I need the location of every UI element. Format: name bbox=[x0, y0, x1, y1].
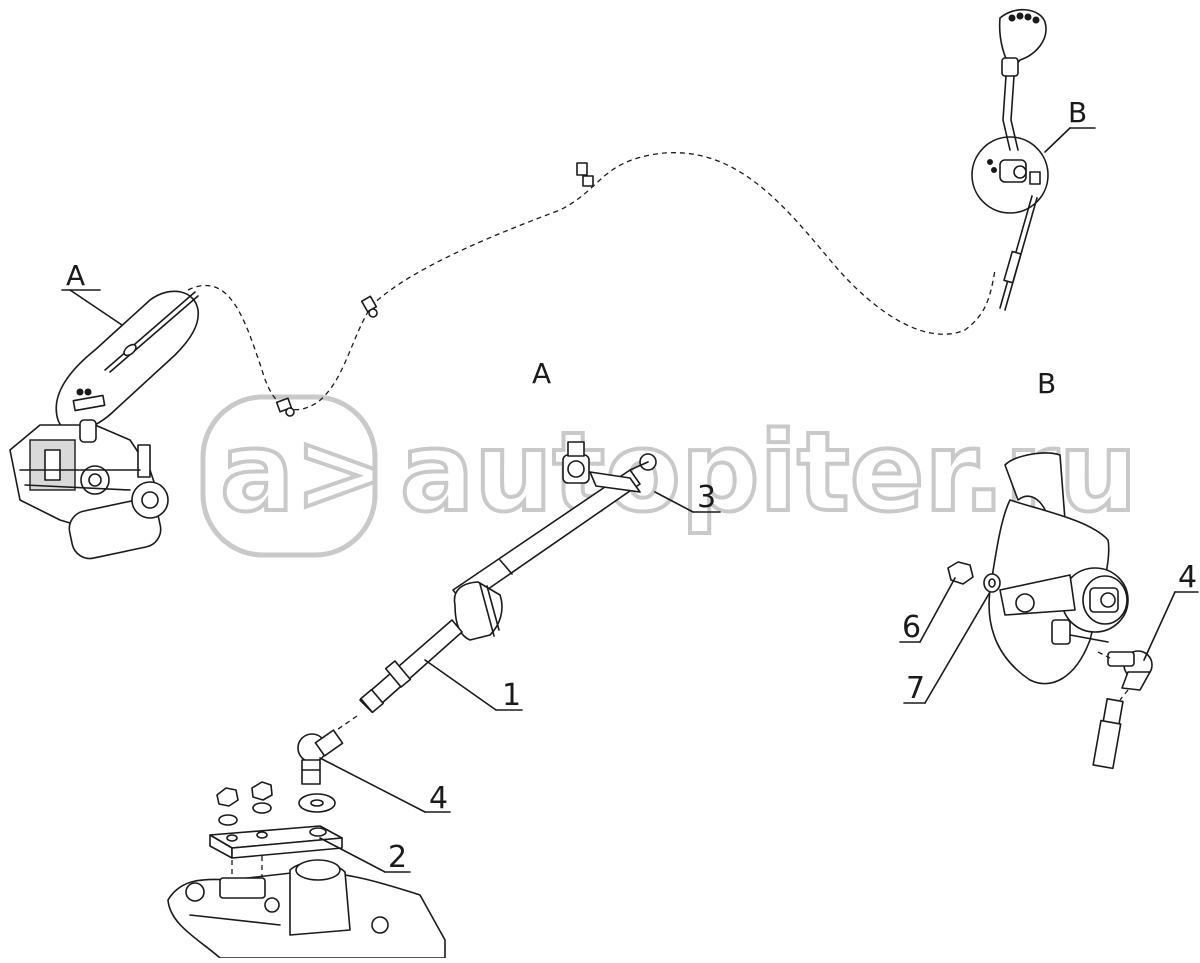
nuts-and-washers bbox=[216, 781, 336, 826]
view-b-assembly: B bbox=[947, 367, 1153, 770]
detail-b-balloon bbox=[971, 136, 1049, 214]
section-label-a-detail: A bbox=[66, 259, 85, 292]
cable-clip-2 bbox=[360, 295, 378, 318]
watermark-logo-frame bbox=[200, 394, 378, 558]
ball-joint-lower bbox=[297, 729, 344, 785]
detail-a-leader bbox=[69, 289, 123, 326]
cable-route-dashed bbox=[187, 152, 996, 411]
callout-7-leader bbox=[924, 591, 991, 704]
callout-6-leader bbox=[919, 577, 956, 643]
section-label-b-view: B bbox=[1037, 367, 1056, 400]
ball-joint-right bbox=[1092, 650, 1153, 770]
detail-a-assembly: A bbox=[9, 259, 200, 560]
callout-7: 7 bbox=[906, 671, 925, 706]
hydraulic-pump bbox=[9, 419, 169, 560]
transmission-housing bbox=[167, 859, 446, 959]
cable-clamp bbox=[562, 441, 657, 493]
watermark: a> autopiter.ru bbox=[200, 394, 1139, 558]
callout-2-leader bbox=[319, 837, 386, 873]
callout-4-lower-leader bbox=[319, 757, 426, 813]
detail-b-assembly: B bbox=[971, 9, 1096, 311]
view-a-assembly: A bbox=[167, 357, 657, 959]
section-label-a-view: A bbox=[532, 357, 551, 390]
watermark-logo-text: a> bbox=[220, 408, 386, 536]
section-label-b-detail: B bbox=[1068, 96, 1087, 129]
nut-part-6 bbox=[947, 561, 974, 585]
cable-clip-3 bbox=[576, 162, 594, 187]
callout-1: 1 bbox=[502, 678, 521, 713]
callout-1-leader bbox=[424, 659, 497, 711]
detail-b-leader bbox=[1044, 127, 1071, 153]
callout-3: 3 bbox=[697, 480, 716, 515]
callout-4-right-leader bbox=[1143, 591, 1176, 661]
callout-2: 2 bbox=[388, 840, 407, 875]
callout-4-right: 4 bbox=[1178, 560, 1197, 595]
callouts: 1 2 3 4 4 6 7 bbox=[319, 480, 1199, 875]
bracket-plate bbox=[209, 825, 343, 885]
shift-lever-knob bbox=[998, 9, 1047, 77]
callout-4-lower: 4 bbox=[429, 781, 448, 816]
callout-3-leader bbox=[654, 491, 694, 513]
lever-pivot-hub bbox=[999, 567, 1129, 645]
callout-6: 6 bbox=[902, 610, 921, 645]
cable-clip-1 bbox=[275, 397, 295, 417]
